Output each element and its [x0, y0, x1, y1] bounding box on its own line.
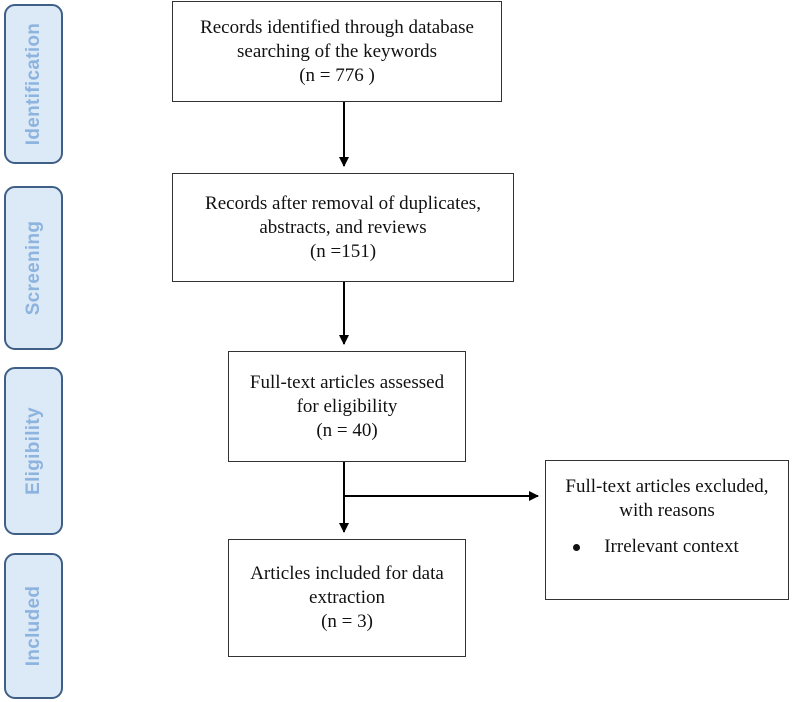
box-articles-included-line2: extraction — [309, 587, 385, 608]
phase-included: Included — [4, 553, 63, 699]
box-articles-included-line1: Articles included for data — [250, 563, 444, 584]
exclusion-reason-text: Irrelevant context — [604, 536, 739, 557]
box-records-screened-line1: Records after removal of duplicates, — [205, 192, 481, 214]
phase-eligibility: Eligibility — [4, 367, 63, 535]
box-records-screened: Records after removal of duplicates, abs… — [172, 173, 514, 282]
box-fulltext-assessed-line2: for eligibility — [296, 395, 398, 417]
box-fulltext-assessed: Full-text articles assessed for eligibil… — [228, 351, 466, 462]
box-articles-excluded: Full-text articles excluded, with reason… — [545, 460, 789, 600]
exclusion-reason-item: Irrelevant context — [573, 535, 739, 559]
box-articles-included: Articles included for data extraction (n… — [228, 539, 466, 657]
box-fulltext-assessed-count: (n = 40) — [316, 419, 378, 441]
box-records-identified-line1: Records identified through database — [200, 16, 474, 38]
box-fulltext-assessed-line1: Full-text articles assessed — [249, 371, 445, 393]
bullet-icon — [573, 543, 581, 551]
box-records-identified-count: (n = 776 ) — [299, 64, 375, 86]
phase-identification: Identification — [4, 4, 63, 164]
box-articles-excluded-line2: with reasons — [619, 500, 715, 521]
box-articles-excluded-line1: Full-text articles excluded, — [565, 476, 769, 497]
box-records-identified: Records identified through database sear… — [172, 1, 502, 102]
box-records-identified-line2: searching of the keywords — [237, 40, 437, 62]
box-articles-included-count: (n = 3) — [321, 611, 373, 632]
phase-screening: Screening — [4, 186, 63, 350]
box-records-screened-count: (n =151) — [309, 240, 377, 262]
box-records-screened-line2: abstracts, and reviews — [259, 216, 427, 238]
